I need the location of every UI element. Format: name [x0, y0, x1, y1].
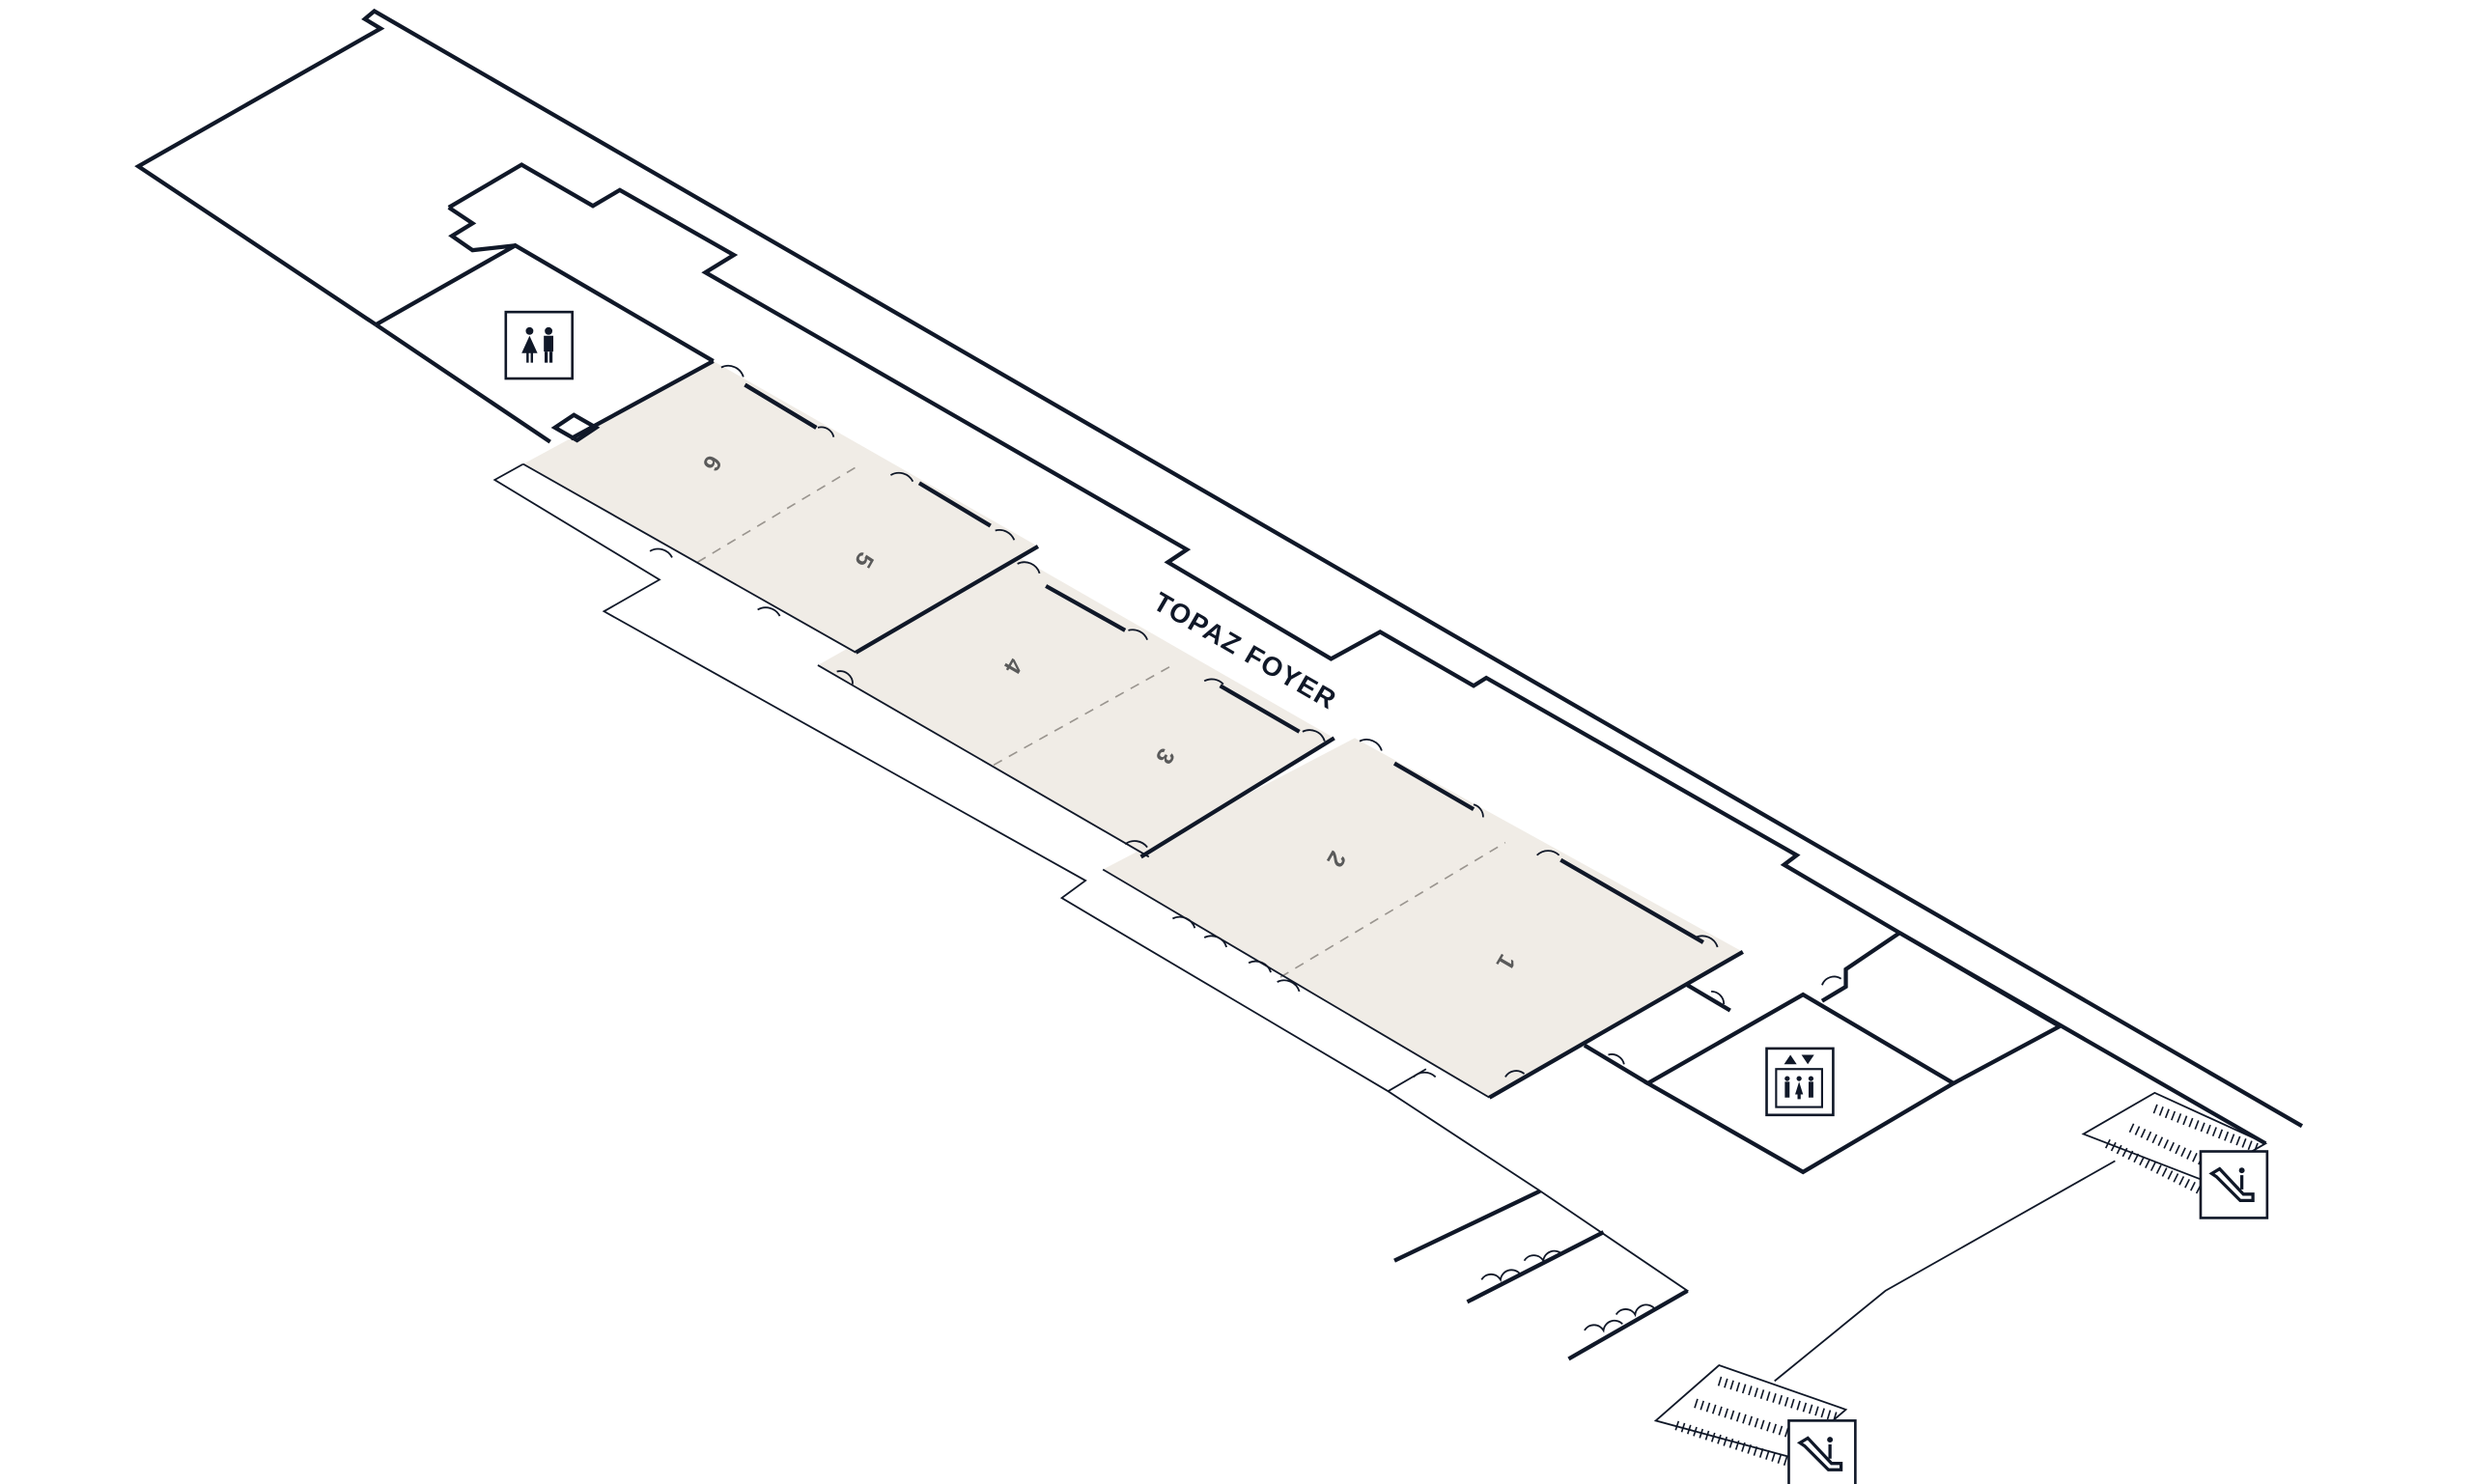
corridor-wall	[447, 206, 516, 253]
divider-6-5	[696, 466, 857, 564]
room-4-3[interactable]	[817, 554, 1334, 857]
lower-wall	[1567, 1289, 1689, 1361]
restroom-wall	[375, 322, 551, 444]
room-wall	[817, 664, 1150, 858]
corridor-wall	[447, 162, 2062, 1028]
outer-wall	[134, 8, 2304, 1129]
lobby-wall	[1952, 1024, 2061, 1085]
room-2-1[interactable]	[1103, 738, 1743, 1098]
room-wall	[1559, 857, 1704, 944]
room-wall	[1139, 736, 1335, 859]
elevator-lobby	[1643, 992, 1958, 1175]
lobby-wall	[1686, 983, 1731, 1013]
escalator-east	[2081, 1091, 2268, 1195]
lobby-wall	[1820, 931, 1901, 1003]
column	[550, 412, 601, 443]
room-wall	[570, 359, 715, 441]
room-wall	[1045, 584, 1127, 632]
escalator-icon[interactable]	[1787, 1419, 1857, 1484]
lower-wall	[1466, 1230, 1605, 1304]
room-wall	[855, 545, 1040, 655]
room-wall	[1219, 684, 1301, 734]
room-wall	[744, 382, 818, 430]
escalator-west	[1653, 1363, 1848, 1470]
restroom-wall	[375, 242, 715, 363]
restroom-icon[interactable]	[504, 310, 575, 380]
escalator-icon[interactable]	[2199, 1150, 2269, 1219]
room-wall	[1102, 868, 1490, 1099]
escalator-connector	[1774, 1160, 2116, 1383]
lower-wall	[1393, 1189, 1541, 1263]
doors	[649, 364, 1842, 1333]
room-wall	[1392, 761, 1475, 812]
prefunction-outline	[492, 462, 1690, 1309]
divider-2-1	[1279, 841, 1506, 978]
room-wall	[522, 462, 857, 654]
elevator-icon[interactable]	[1765, 1047, 1835, 1117]
room-wall	[917, 481, 992, 528]
room-wall	[1488, 949, 1744, 1100]
lobby-wall	[1583, 1043, 1649, 1085]
corridor-wall-east	[1898, 931, 2267, 1146]
room-6-5[interactable]	[522, 360, 1038, 653]
